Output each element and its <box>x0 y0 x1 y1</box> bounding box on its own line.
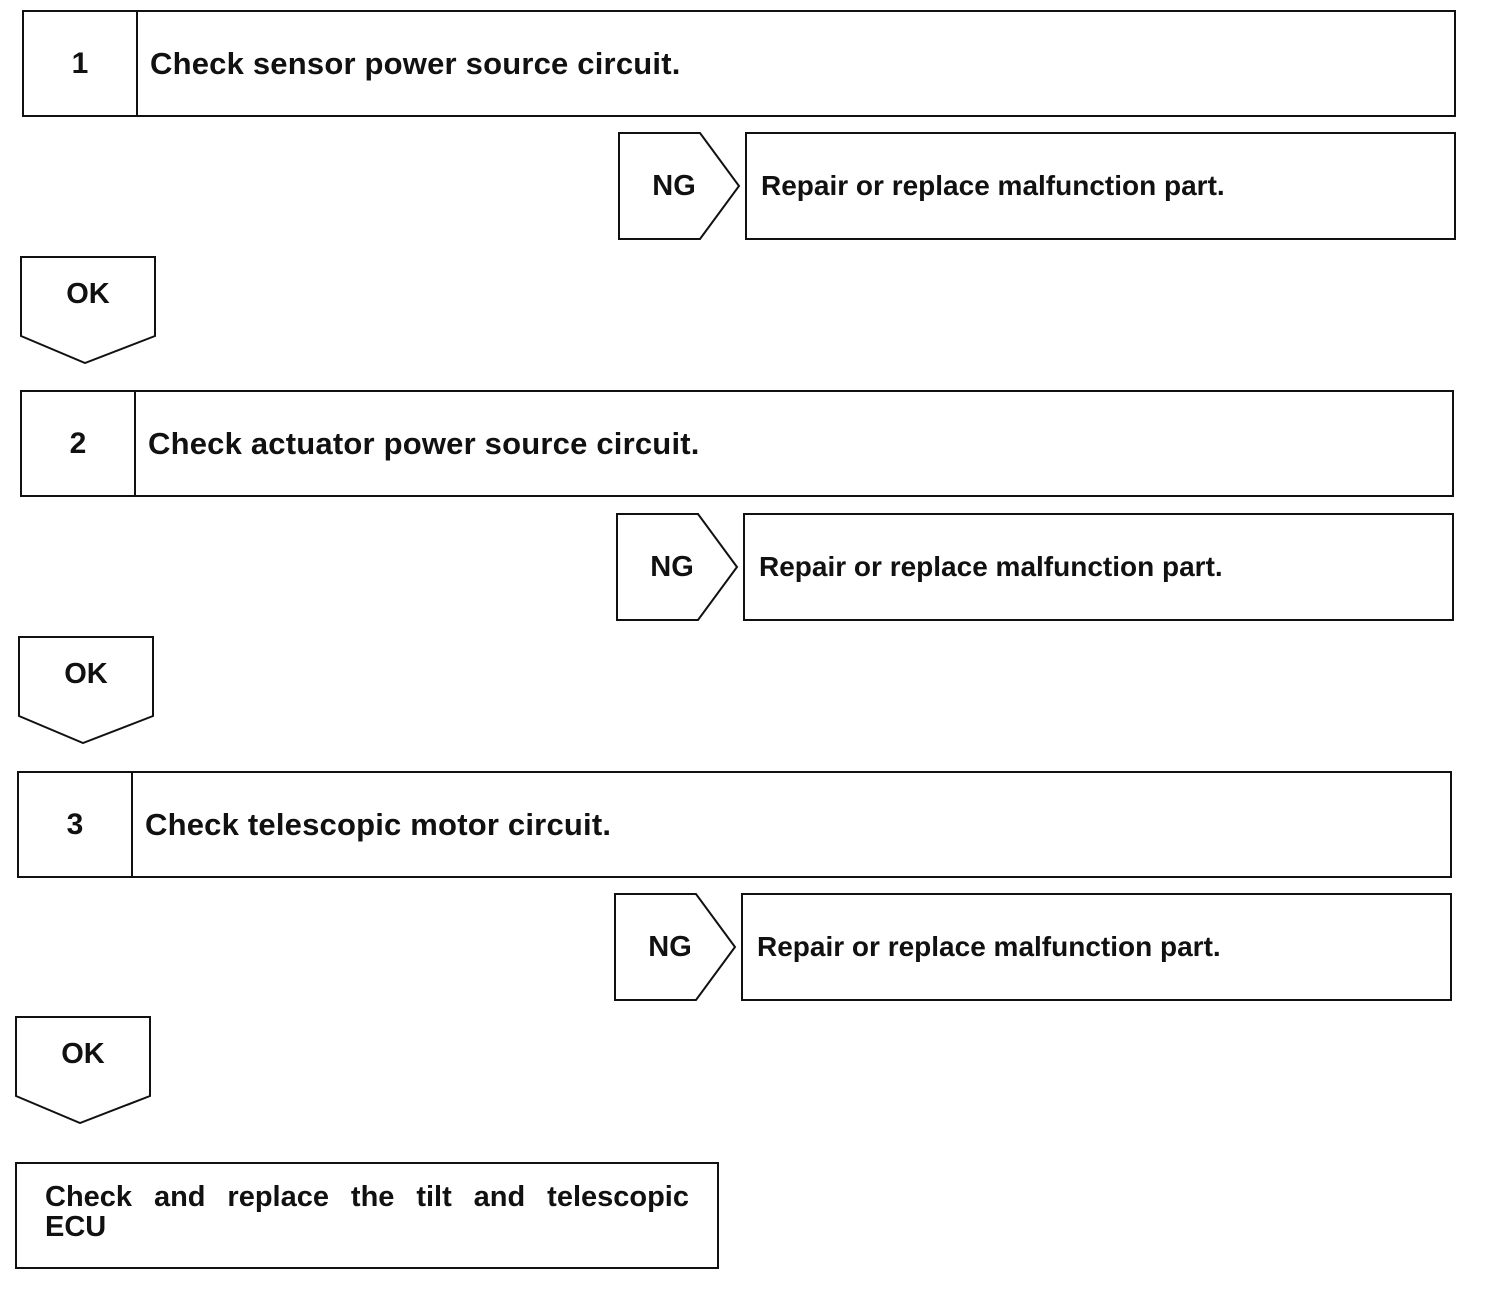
step-1-ng-result: Repair or replace malfunction part. <box>745 132 1456 240</box>
step-1-ng-label: NG <box>652 169 696 202</box>
step-2-ng-label: NG <box>650 550 694 583</box>
step-3-ng-label: NG <box>648 930 692 963</box>
step-3-text: Check telescopic motor circuit. <box>145 806 612 842</box>
final-action-line-2: ECU <box>45 1211 107 1243</box>
step-3-ng-result: Repair or replace malfunction part. <box>741 893 1452 1001</box>
step-1-box: 1 Check sensor power source circuit. <box>22 10 1456 117</box>
step-3-number: 3 <box>19 773 133 876</box>
step-2-box: 2 Check actuator power source circuit. <box>20 390 1454 497</box>
step-1-ok-label: OK <box>66 278 110 310</box>
step-1-ok-arrow: OK <box>20 256 156 364</box>
step-2-text: Check actuator power source circuit. <box>148 425 700 461</box>
step-2-ok-label: OK <box>64 658 108 690</box>
step-1-text: Check sensor power source circuit. <box>150 45 681 81</box>
step-2-ok-arrow: OK <box>18 636 154 744</box>
final-action-box: Check and replace the tilt and telescopi… <box>15 1162 719 1269</box>
step-3-ok-label: OK <box>61 1038 105 1070</box>
step-3-box: 3 Check telescopic motor circuit. <box>17 771 1452 878</box>
step-1-number: 1 <box>24 12 138 115</box>
step-3-ok-arrow: OK <box>15 1016 151 1124</box>
step-2-number: 2 <box>22 392 136 495</box>
step-3-ng-arrow: NG <box>614 893 738 1001</box>
step-2-ng-arrow: NG <box>616 513 740 621</box>
step-1-ng-arrow: NG <box>618 132 742 240</box>
final-action-line-1: Check and replace the tilt and telescopi… <box>45 1181 689 1213</box>
step-2-ng-result: Repair or replace malfunction part. <box>743 513 1454 621</box>
